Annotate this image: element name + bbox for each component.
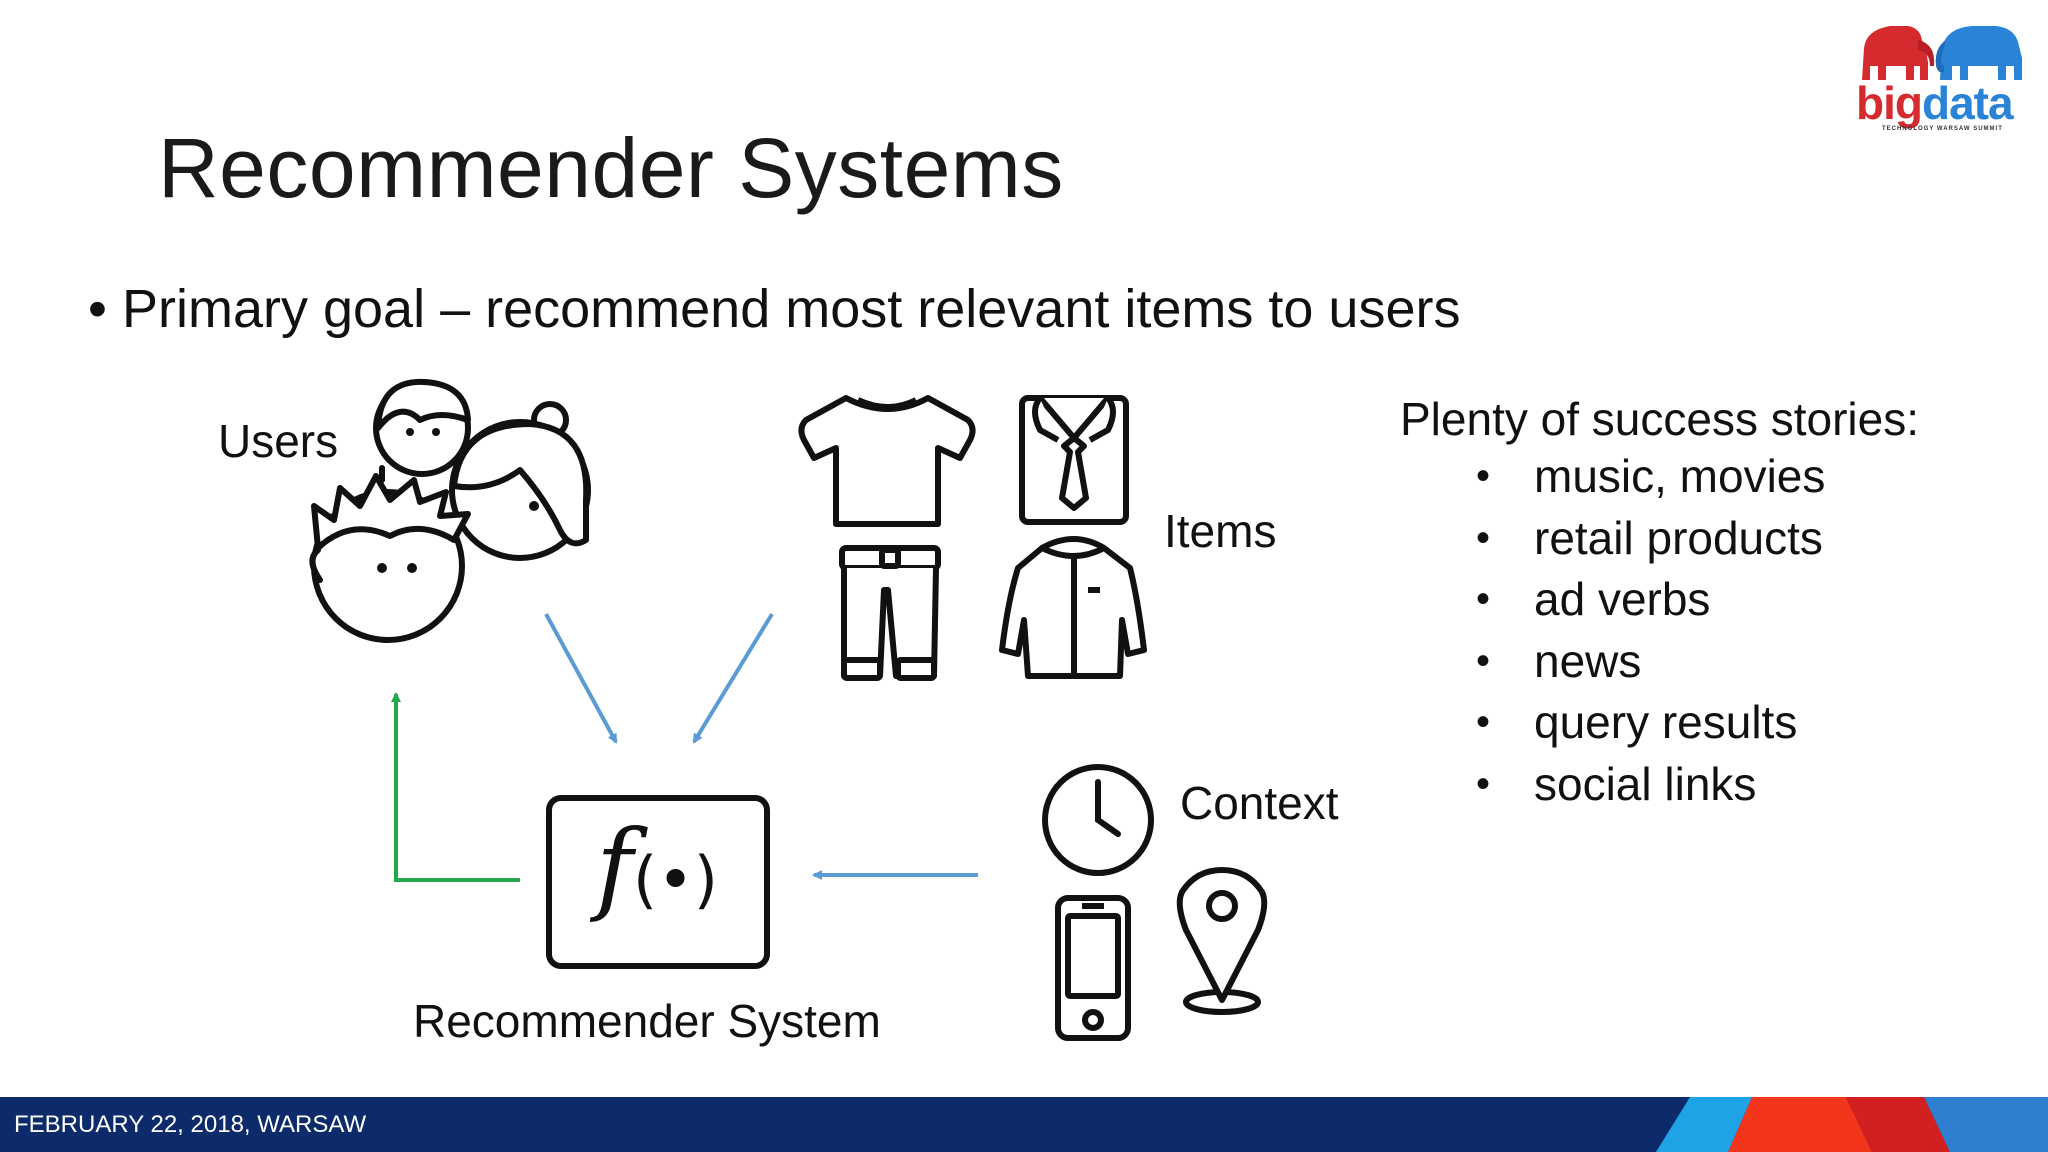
users-label: Users	[218, 414, 338, 468]
success-stories-heading: Plenty of success stories:	[1400, 392, 1919, 446]
list-item: • social links	[1400, 754, 1919, 816]
bullet-marker: •	[1476, 569, 1490, 631]
jeans-icon	[842, 548, 938, 678]
system-to-users-feedback-arrow	[396, 694, 520, 880]
list-item: • ad verbs	[1400, 569, 1919, 631]
bullet-marker: •	[1476, 631, 1490, 693]
bullet-marker: •	[1476, 446, 1490, 508]
list-item-text: news	[1534, 635, 1641, 687]
context-label: Context	[1180, 776, 1339, 830]
clock-icon	[1045, 767, 1151, 873]
users-icon	[312, 382, 588, 640]
phone-icon	[1058, 898, 1128, 1038]
footer-date-location: FEBRUARY 22, 2018, WARSAW	[14, 1111, 366, 1139]
list-item: • retail products	[1400, 508, 1919, 570]
list-item-text: retail products	[1534, 512, 1823, 564]
recommender-system-label: Recommender System	[413, 994, 881, 1048]
function-symbol: f(•)	[596, 808, 718, 925]
list-item-text: music, movies	[1534, 450, 1825, 502]
list-item-text: query results	[1534, 696, 1797, 748]
success-stories-list: • music, movies • retail products • ad verb…	[1400, 446, 1919, 815]
bullet-marker: •	[1476, 692, 1490, 754]
location-pin-icon	[1180, 870, 1265, 1012]
bullet-marker: •	[1476, 508, 1490, 570]
success-stories: Plenty of success stories: • music, movie…	[1400, 392, 1919, 815]
jacket-icon	[1002, 539, 1144, 676]
list-item: • news	[1400, 631, 1919, 693]
list-item: • music, movies	[1400, 446, 1919, 508]
tshirt-icon	[801, 398, 972, 524]
footer-bar: FEBRUARY 22, 2018, WARSAW	[0, 1097, 2048, 1152]
list-item-text: ad verbs	[1534, 573, 1710, 625]
items-to-system-arrow	[694, 614, 772, 742]
function-letter: f	[596, 808, 633, 925]
users-to-system-arrow	[546, 614, 616, 742]
function-argument: (•)	[633, 843, 718, 916]
list-item: • query results	[1400, 692, 1919, 754]
shirt-tie-icon	[1022, 398, 1126, 522]
list-item-text: social links	[1534, 758, 1756, 810]
bullet-marker: •	[1476, 754, 1490, 816]
items-label: Items	[1164, 504, 1276, 558]
